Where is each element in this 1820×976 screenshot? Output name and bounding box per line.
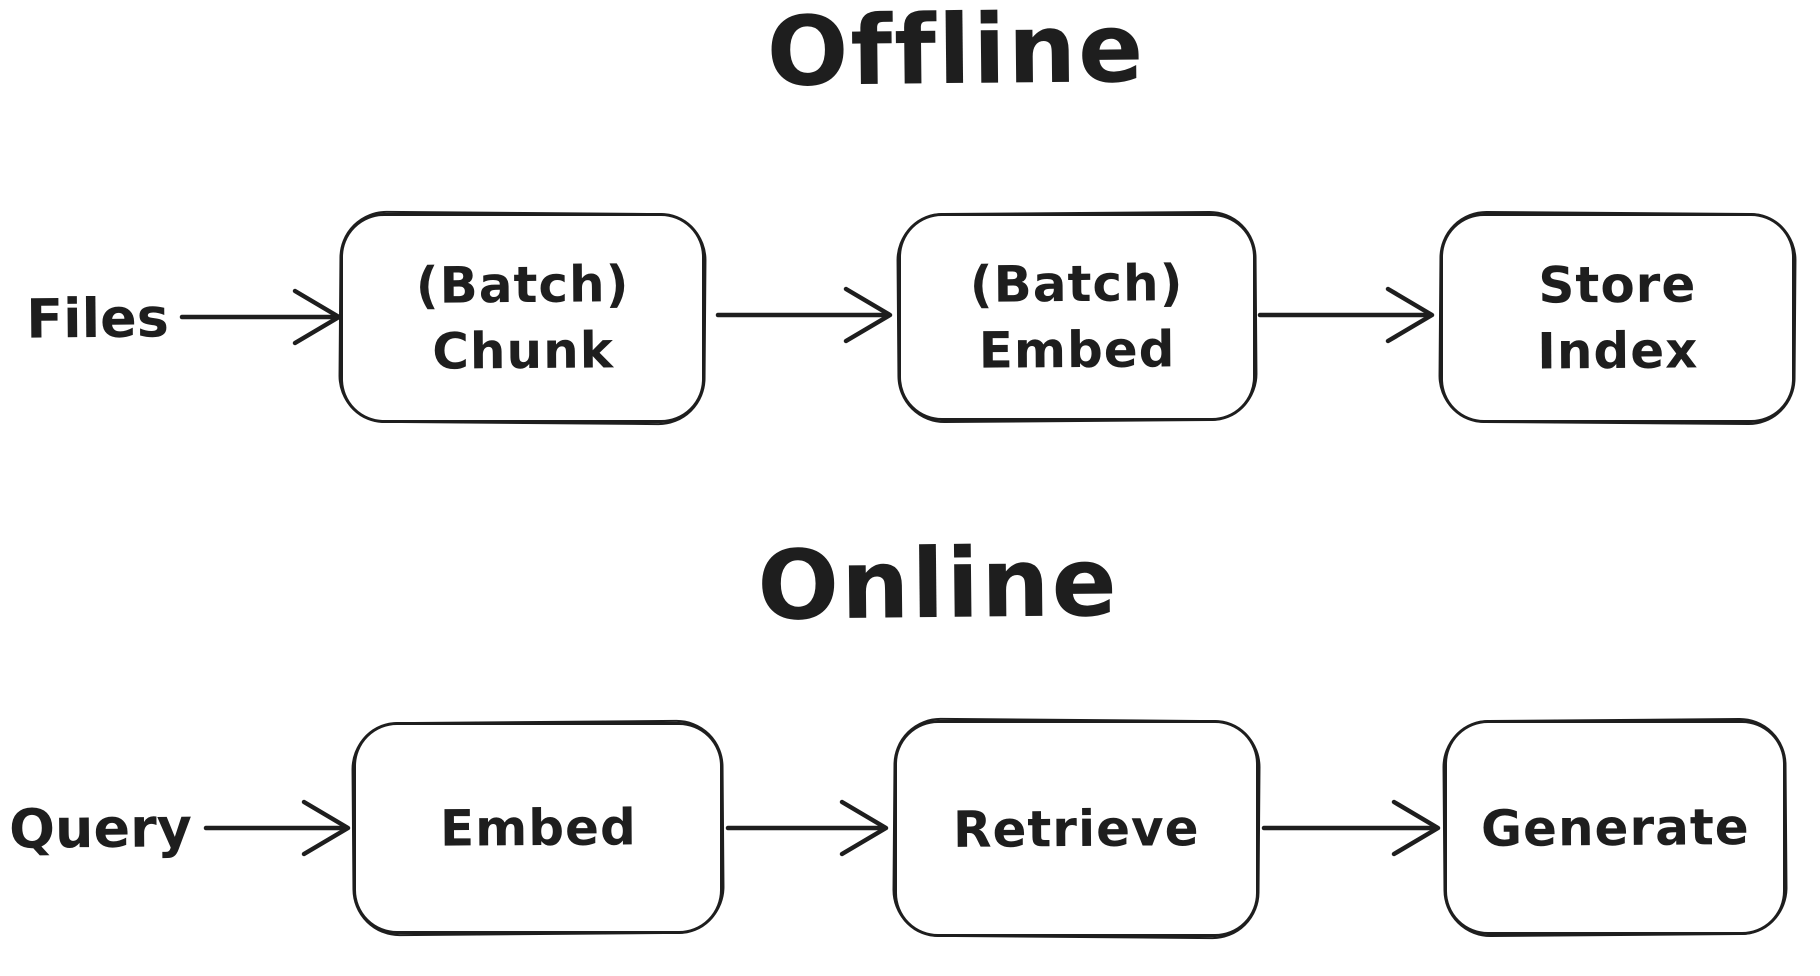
node-store-index-label: Store Index (1536, 251, 1699, 384)
arrow-head (1385, 286, 1435, 344)
arrow-query-to-embed (203, 799, 351, 857)
node-label-line: Embed (439, 798, 637, 858)
node-label-line: Index (1536, 321, 1699, 381)
node-batch-chunk-label: (Batch) Chunk (415, 251, 630, 384)
node-generate: Generate (1444, 720, 1786, 935)
arrow-files-to-batch-chunk (179, 288, 342, 346)
arrow-head (839, 799, 889, 857)
node-label-line: Generate (1480, 797, 1750, 858)
node-batch-embed: (Batch) Embed (898, 213, 1256, 421)
node-label-line: Store (1538, 255, 1697, 315)
node-retrieve: Retrieve (894, 720, 1259, 937)
node-store-index: Store Index (1440, 213, 1795, 423)
arrow-batch-chunk-to-batch-embed (715, 286, 893, 344)
arrow-head (301, 799, 351, 857)
online-section-title: Online (756, 526, 1120, 642)
arrow-batch-embed-to-store-index (1257, 286, 1435, 344)
arrow-head (292, 288, 342, 346)
arrow-embed-to-retrieve (725, 799, 889, 857)
node-label-line: Chunk (431, 321, 614, 381)
node-embed-label: Embed (439, 794, 636, 861)
arrow-head (843, 286, 893, 344)
node-batch-chunk: (Batch) Chunk (340, 213, 705, 423)
node-label-line: Retrieve (953, 798, 1200, 859)
node-generate-label: Generate (1480, 794, 1749, 862)
node-retrieve-label: Retrieve (953, 795, 1200, 863)
node-label-line: (Batch) (415, 255, 630, 315)
node-embed: Embed (353, 722, 723, 934)
offline-section-title: Offline (766, 0, 1146, 108)
arrow-retrieve-to-generate (1261, 799, 1441, 857)
node-label-line: (Batch) (969, 254, 1184, 314)
offline-source-label: Files (25, 285, 170, 351)
online-source-label: Query (8, 795, 193, 861)
node-label-line: Embed (978, 320, 1176, 380)
node-batch-embed-label: (Batch) Embed (970, 250, 1185, 383)
arrow-head (1391, 799, 1441, 857)
